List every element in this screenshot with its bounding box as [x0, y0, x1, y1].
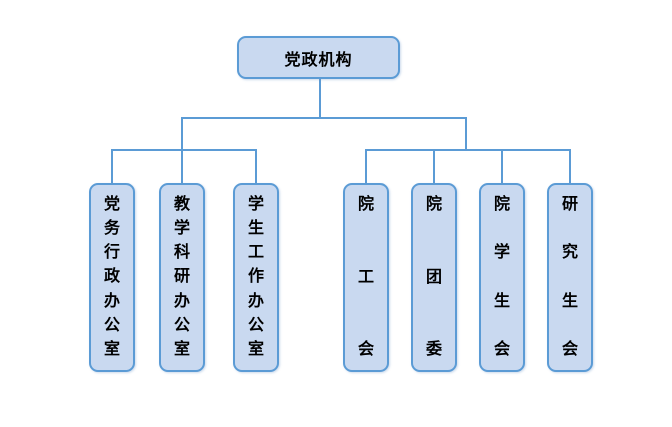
org-box-label-char: 生 [493, 292, 510, 310]
org-box-label-char: 学 [173, 220, 190, 238]
org-box-student-union: 院学生会 [479, 183, 525, 372]
connector-right-rail [365, 149, 571, 151]
connector-right-branch-drop [465, 117, 467, 151]
org-box-label-char: 办 [173, 292, 190, 310]
org-box-party-admin-office: 党务行政办公室 [89, 183, 135, 372]
org-box-student-affairs-office: 学生工作办公室 [233, 183, 279, 372]
org-box-label-char: 生 [247, 220, 264, 238]
org-box-label-char: 办 [103, 292, 120, 310]
org-box-youth-league: 院团委 [411, 183, 457, 372]
org-box-label-char: 室 [173, 340, 190, 358]
org-box-label-char: 党 [103, 196, 120, 213]
org-box-label-char: 委 [425, 341, 442, 358]
org-box-label-char: 公 [173, 316, 190, 334]
org-box-label-char: 究 [561, 244, 578, 262]
org-box-label-char: 室 [247, 340, 264, 358]
connector-level1-rail [181, 117, 467, 119]
org-box-label-char: 学 [493, 244, 510, 262]
org-box-label-char: 办 [247, 292, 264, 310]
connector-stub-left-1 [111, 149, 113, 185]
org-box-label-char: 会 [561, 340, 578, 358]
org-box-label-char: 学 [247, 196, 264, 213]
connector-stub-right-4 [569, 149, 571, 185]
org-box-label-char: 政 [103, 268, 120, 286]
org-box-label-char: 科 [173, 244, 190, 262]
org-box-graduate-union: 研究生会 [547, 183, 593, 372]
connector-stub-right-2 [433, 149, 435, 185]
org-box-label-char: 会 [357, 341, 374, 358]
org-box-label-char: 作 [247, 268, 264, 286]
org-box-label-char: 工 [357, 268, 374, 286]
connector-stub-left-2 [181, 149, 183, 185]
org-box-label-char: 工 [247, 244, 264, 262]
org-box-label-char: 院 [493, 196, 510, 213]
org-box-root-label: 党政机构 [284, 51, 353, 69]
org-box-label-char: 公 [247, 316, 264, 334]
org-box-label-char: 室 [103, 340, 120, 358]
org-box-label-char: 研 [561, 196, 578, 213]
org-box-teaching-research-office: 教学科研办公室 [159, 183, 205, 372]
org-box-label-char: 公 [103, 316, 120, 334]
org-box-label-char: 院 [357, 196, 374, 213]
connector-stub-right-3 [501, 149, 503, 185]
org-box-label-char: 教 [173, 196, 190, 213]
org-box-label-char: 院 [425, 196, 442, 213]
org-box-label-char: 务 [103, 220, 120, 238]
org-box-label-char: 会 [493, 340, 510, 358]
org-box-labor-union: 院工会 [343, 183, 389, 372]
org-box-label-char: 研 [173, 268, 190, 286]
connector-root-drop [319, 77, 321, 119]
connector-left-rail [111, 149, 257, 151]
org-box-label-char: 行 [103, 244, 120, 262]
connector-stub-right-1 [365, 149, 367, 185]
connector-left-branch-drop [181, 117, 183, 151]
org-box-root: 党政机构 [237, 36, 400, 79]
connector-stub-left-3 [255, 149, 257, 185]
org-box-label-char: 团 [425, 268, 442, 286]
org-box-label-char: 生 [561, 292, 578, 310]
